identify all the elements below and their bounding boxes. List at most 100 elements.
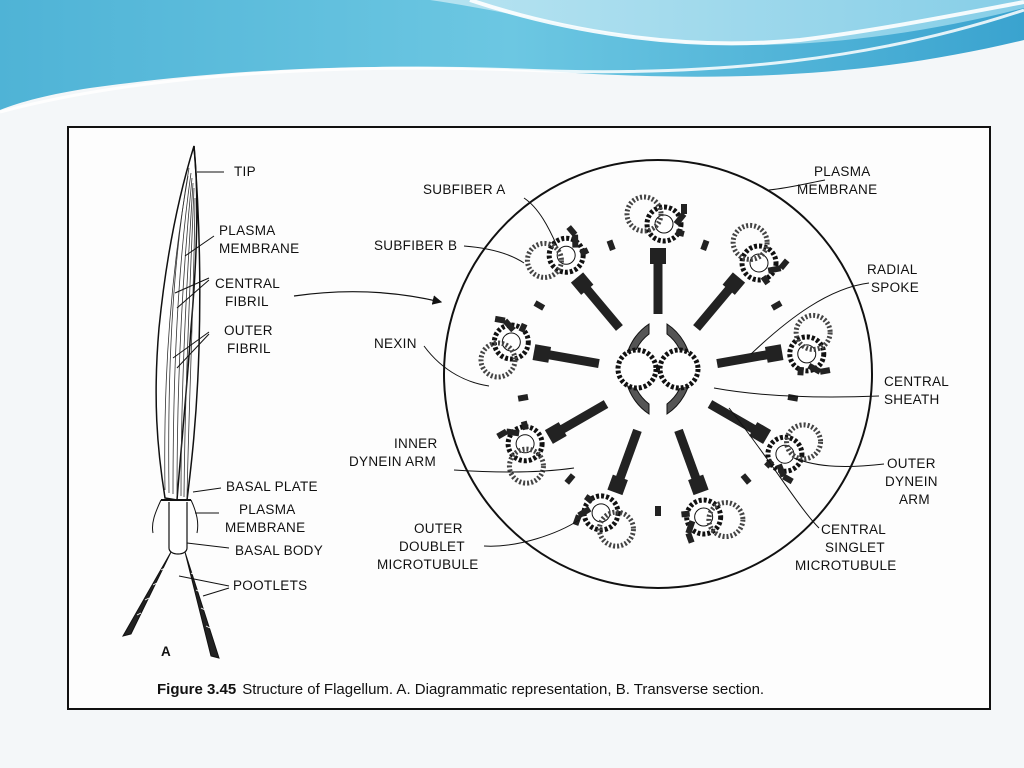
outer-dynein-arm	[767, 265, 782, 274]
rootlet-right	[184, 551, 220, 659]
label-subfiber-b: SUBFIBER B	[374, 238, 457, 253]
inner-dynein-arm	[584, 494, 595, 504]
label-plasma-membrane-b-2: MEMBRANE	[797, 182, 877, 197]
flagellum-longitudinal-view: TIP PLASMA MEMBRANE CENTRAL FIBRIL OUTER…	[121, 145, 443, 659]
outer-dynein-arm	[502, 318, 516, 333]
subfiber-a-lumen	[694, 507, 714, 527]
caption-number: Figure 3.45	[157, 681, 237, 698]
fibrils	[164, 167, 196, 499]
inner-dynein-arm	[675, 229, 685, 237]
label-central-singlet-3: MICROTUBULE	[795, 558, 897, 573]
label-inner-dynein: INNER	[394, 436, 438, 451]
subfiber-a-lumen	[591, 503, 611, 523]
outer-dynein-arm-tip	[819, 367, 831, 375]
label-outer-doublet: OUTER	[414, 521, 463, 536]
outer-dynein-arm-tip	[685, 532, 695, 544]
spoke-head	[650, 248, 666, 264]
subfiber-a-lumen	[775, 444, 795, 464]
spoke-head	[570, 272, 594, 295]
spoke-head	[722, 272, 746, 295]
label-central-singlet: CENTRAL	[821, 522, 886, 537]
inner-dynein-arm	[518, 322, 528, 333]
outer-dynein-arm	[807, 363, 822, 375]
label-basal-plate: BASAL PLATE	[226, 479, 318, 494]
inner-dynein-arm	[579, 247, 590, 257]
caption-text: Structure of Flagellum. A. Diagrammatic …	[242, 681, 765, 698]
nexin-link	[517, 393, 529, 402]
header-wave-banner	[0, 0, 1024, 114]
nexin-link	[770, 300, 783, 311]
label-subfiber-a: SUBFIBER A	[423, 182, 506, 197]
label-radial-spoke-2: SPOKE	[871, 280, 919, 295]
central-pair	[615, 323, 701, 415]
rootlet-left	[121, 551, 172, 637]
nexin-link	[564, 473, 576, 485]
nexin-link	[700, 239, 710, 251]
wave-highlight-2	[469, 0, 1024, 46]
label-central-sheath-2: SHEATH	[884, 392, 940, 407]
label-outer-fibril: OUTER	[224, 323, 273, 338]
plasma-membrane-circle	[443, 159, 873, 589]
outer-dynein-arm	[577, 506, 592, 519]
spoke-head	[532, 344, 552, 363]
outer-dynein-arm-tip	[566, 225, 578, 237]
transverse-section: SUBFIBER A SUBFIBER B NEXIN INNER DYNEIN…	[349, 159, 949, 589]
wave-mid	[430, 0, 1024, 46]
subfiber-b	[793, 312, 833, 352]
plasma-membrane-base-left	[152, 499, 162, 534]
subfiber-b	[730, 222, 770, 262]
spoke-head	[544, 422, 567, 444]
label-central-singlet-2: SINGLET	[825, 540, 885, 555]
label-central-fibril-2: FIBRIL	[225, 294, 269, 309]
label-basal-body: BASAL BODY	[235, 543, 323, 558]
outer-dynein-arm	[776, 463, 787, 478]
label-radial-spoke: RADIAL	[867, 262, 918, 277]
label-plasma-membrane-a: PLASMA	[219, 223, 276, 238]
outer-dynein-arm-tip	[782, 473, 794, 485]
subfiber-a-lumen	[515, 434, 535, 454]
label-outer-doublet-3: MICROTUBULE	[377, 557, 479, 572]
nexin-link	[740, 473, 752, 485]
flagellum-diagram: TIP PLASMA MEMBRANE CENTRAL FIBRIL OUTER…	[121, 145, 949, 659]
spoke-head	[688, 474, 709, 496]
subfiber-a-lumen	[654, 214, 674, 234]
outer-dynein-arm	[505, 428, 520, 437]
inner-dynein-arm	[797, 366, 804, 376]
nexin-link	[787, 393, 799, 402]
label-central-sheath: CENTRAL	[884, 374, 949, 389]
figure-caption: Figure 3.45 Structure of Flagellum. A. Di…	[157, 681, 764, 698]
basal-body	[168, 502, 188, 555]
section-arrow	[293, 291, 443, 305]
label-rootlets: POOTLETS	[233, 578, 307, 593]
label-outer-dynein-3: ARM	[899, 492, 930, 507]
outer-doublets	[478, 194, 833, 549]
inner-dynein-arm	[520, 420, 529, 431]
spoke-head	[607, 474, 628, 496]
outer-dynein-arm-tip	[496, 428, 508, 440]
label-plasma-membrane-base-2: MEMBRANE	[225, 520, 305, 535]
label-plasma-membrane-b: PLASMA	[814, 164, 871, 179]
panel-label-a: A	[161, 644, 171, 659]
subfiber-b	[624, 194, 664, 234]
nexin-link	[606, 239, 616, 251]
flagellum-body-right	[186, 145, 201, 501]
outer-dynein-arm-tip	[572, 514, 582, 526]
spoke-head	[749, 422, 772, 444]
subfiber-b	[478, 340, 518, 380]
label-plasma-membrane-a-2: MEMBRANE	[219, 241, 299, 256]
outer-dynein-arm	[673, 212, 687, 226]
spoke-head	[764, 344, 784, 363]
inner-dynein-arm	[760, 275, 771, 286]
subfiber-b	[784, 422, 824, 462]
outer-dynein-arm-tip	[494, 315, 506, 324]
figure-frame: TIP PLASMA MEMBRANE CENTRAL FIBRIL OUTER…	[67, 126, 991, 710]
label-central-fibril: CENTRAL	[215, 276, 280, 291]
inner-dynein-arm	[681, 510, 690, 518]
label-tip: TIP	[234, 164, 256, 179]
label-outer-fibril-2: FIBRIL	[227, 341, 271, 356]
nexin-link	[533, 300, 546, 311]
label-inner-dynein-2: DYNEIN ARM	[349, 454, 436, 469]
plasma-membrane-base-right	[190, 499, 199, 534]
inner-dynein-arm	[764, 458, 775, 469]
